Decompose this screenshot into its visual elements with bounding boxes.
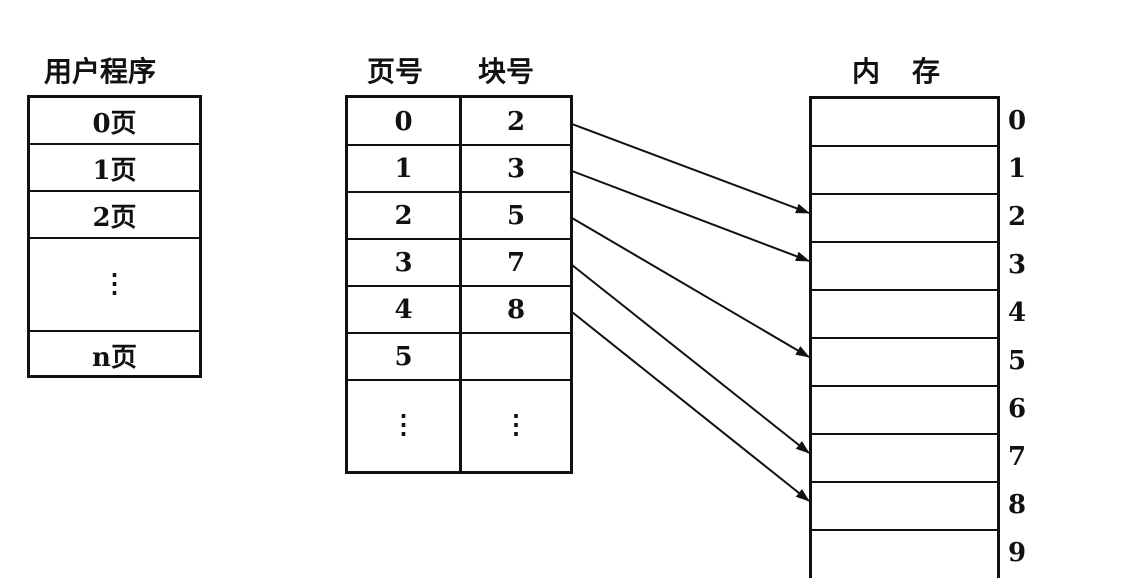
user-page-n: n页 <box>92 342 137 373</box>
memory-column <box>809 96 1000 578</box>
divider <box>348 379 570 381</box>
block-number-header: 块号 <box>478 55 535 88</box>
user-program-title: 用户程序 <box>44 55 157 88</box>
memory-title: 内 存 <box>852 55 943 88</box>
divider <box>348 285 570 287</box>
user-page-ellipsis: ⋮ <box>30 239 199 331</box>
page-cell-ellipsis: ⋮ <box>348 381 459 471</box>
page-cell-1: 1 <box>394 153 413 184</box>
divider <box>30 237 199 239</box>
divider <box>812 337 997 339</box>
page-number-header: 页号 <box>367 55 424 88</box>
mapping-arrow-page-3-to-block-7 <box>571 264 810 454</box>
page-cell-4: 4 <box>394 294 413 325</box>
block-cell-ellipsis: ⋮ <box>462 381 570 471</box>
divider <box>30 143 199 145</box>
memory-block-label-5: 5 <box>1008 346 1027 376</box>
divider <box>348 144 570 146</box>
user-page-0: 0页 <box>92 108 137 139</box>
memory-block-label-0: 0 <box>1008 106 1027 136</box>
block-cell-1: 3 <box>506 153 526 184</box>
user-program-table: 0页 1页 2页 ⋮ n页 <box>27 95 202 378</box>
divider <box>348 191 570 193</box>
memory-block-label-1: 1 <box>1008 154 1027 184</box>
divider <box>812 289 997 291</box>
page-table: 0 1 2 3 4 5 ⋮ 2 3 5 7 8 ⋮ <box>345 95 573 474</box>
mapping-arrow-page-0-to-block-2 <box>571 123 810 214</box>
page-cell-5: 5 <box>394 341 413 372</box>
memory-block-label-7: 7 <box>1008 442 1027 472</box>
divider <box>812 385 997 387</box>
page-cell-2: 2 <box>394 200 413 231</box>
memory-block-label-2: 2 <box>1008 202 1027 232</box>
page-cell-0: 0 <box>394 106 413 137</box>
mapping-arrow-page-4-to-block-8 <box>571 311 810 502</box>
column-divider <box>459 98 462 471</box>
mapping-arrow-page-1-to-block-3 <box>571 170 810 262</box>
user-page-2: 2页 <box>92 202 137 233</box>
divider <box>812 529 997 531</box>
divider <box>30 190 199 192</box>
divider <box>348 332 570 334</box>
block-cell-4: 8 <box>506 294 526 325</box>
page-cell-3: 3 <box>394 247 413 278</box>
divider <box>812 193 997 195</box>
memory-block-label-6: 6 <box>1008 394 1027 424</box>
memory-block-label-8: 8 <box>1008 490 1027 520</box>
divider <box>348 238 570 240</box>
user-page-1: 1页 <box>92 155 137 186</box>
block-cell-2: 5 <box>506 200 526 231</box>
divider <box>812 481 997 483</box>
divider <box>812 241 997 243</box>
block-cell-3: 7 <box>506 247 526 278</box>
divider <box>812 145 997 147</box>
memory-block-label-3: 3 <box>1008 250 1027 280</box>
memory-block-label-4: 4 <box>1008 298 1027 328</box>
divider <box>30 330 199 332</box>
memory-block-label-9: 9 <box>1008 538 1027 568</box>
mapping-arrow-page-2-to-block-5 <box>571 217 810 358</box>
block-cell-0: 2 <box>506 106 526 137</box>
divider <box>812 433 997 435</box>
